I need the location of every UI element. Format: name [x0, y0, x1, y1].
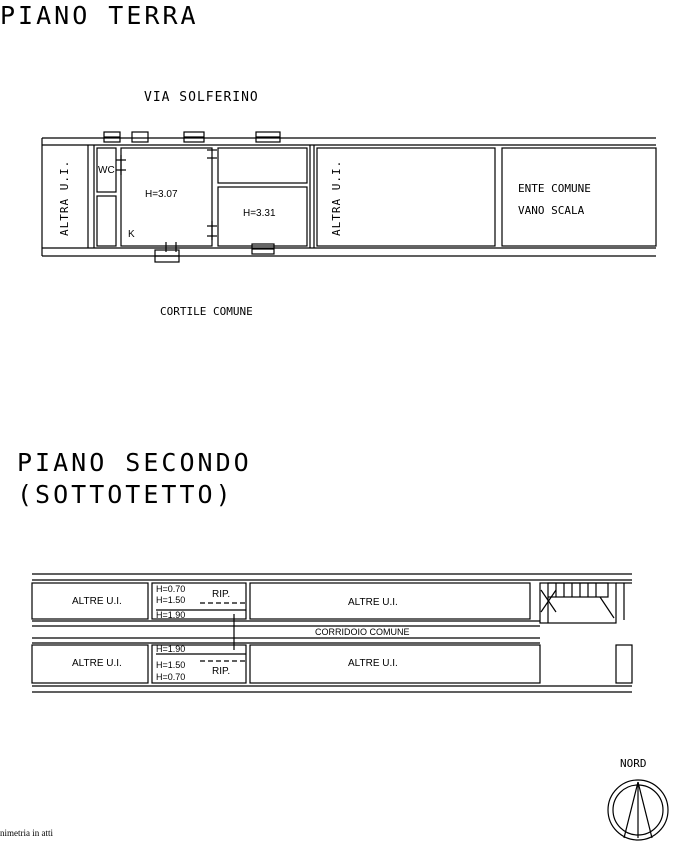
north-arrow-icon [607, 779, 669, 841]
courtyard-label: CORTILE COMUNE [160, 305, 253, 318]
storage-label-top: RIP. [212, 589, 231, 600]
wc-label: WC [98, 165, 115, 176]
top-height-2: H=1.50 [156, 595, 186, 605]
second-floor-title-line2: (SOTTOTETTO) [17, 480, 234, 509]
bottom-left-unit-label: ALTRE U.I. [72, 658, 122, 669]
second-floor-title-line1: PIANO SECONDO [17, 448, 252, 477]
corridor-label: CORRIDOIO COMUNE [315, 627, 410, 637]
storage-label-bottom: RIP. [212, 666, 231, 677]
second-floor-walls [31, 573, 633, 693]
bottom-right-unit-label: ALTRE U.I. [348, 658, 398, 669]
north-label: NORD [620, 757, 647, 770]
common-area-line2: VANO SCALA [518, 204, 585, 217]
top-left-unit-label: ALTRE U.I. [72, 596, 122, 607]
common-area-line1: ENTE COMUNE [518, 182, 591, 195]
street-label: VIA SOLFERINO [144, 90, 259, 105]
top-height-1: H=0.70 [156, 584, 186, 594]
footer-caption: nimetria in atti [0, 828, 53, 838]
ground-floor-title: PIANO TERRA [0, 1, 199, 30]
right-neighbor-label: ALTRA U.I. [330, 159, 343, 236]
room-height-1: H=3.07 [145, 189, 178, 200]
room-height-2: H=3.31 [243, 208, 276, 219]
bottom-height-3: H=0.70 [156, 672, 186, 682]
top-right-unit-label: ALTRE U.I. [348, 597, 398, 608]
top-height-3: H=1.90 [156, 610, 186, 620]
bottom-height-2: H=1.50 [156, 660, 186, 670]
ground-floor-walls [41, 131, 657, 263]
bottom-height-1: H=1.90 [156, 644, 186, 654]
left-neighbor-label: ALTRA U.I. [58, 159, 71, 236]
kitchen-label: K [128, 229, 135, 240]
